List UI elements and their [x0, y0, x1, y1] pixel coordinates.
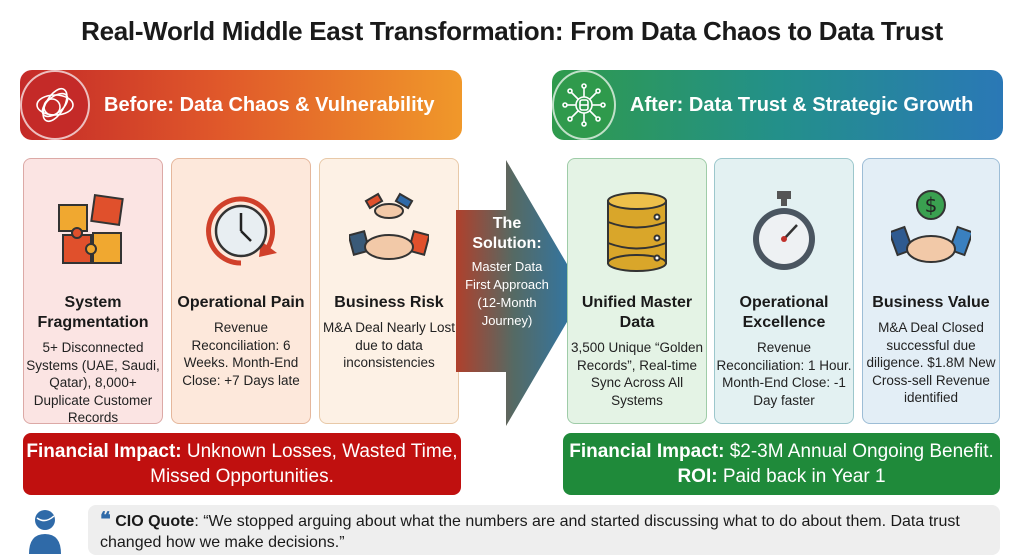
handshake-dollar-icon: $	[863, 181, 999, 281]
before-banner-title: Before: Data Chaos & Vulnerability	[104, 93, 435, 116]
quote-mark-icon: ❝	[100, 509, 111, 531]
card-title: Business Value	[872, 294, 990, 311]
quote-text: : “We stopped arguing about what the num…	[100, 513, 960, 551]
puzzle-icon	[24, 181, 162, 281]
page-title: Real-World Middle East Transformation: F…	[81, 16, 943, 46]
solution-body: Master Data First Approach (12-Month Jou…	[465, 259, 549, 328]
solution-text: The Solution: Master Data First Approach…	[462, 214, 552, 330]
card-body: M&A Deal Closed successful due diligence…	[866, 320, 996, 405]
card-business-risk: Business Risk M&A Deal Nearly Lost due t…	[319, 158, 459, 424]
card-title: System Fragmentation	[37, 294, 149, 331]
financial-text: $2-3M Annual Ongoing Benefit.	[724, 441, 994, 462]
quote-label: CIO Quote	[115, 513, 195, 530]
solution-title: The Solution:	[472, 215, 542, 252]
card-body: M&A Deal Nearly Lost due to data inconsi…	[322, 320, 456, 370]
solution-arrow	[456, 160, 584, 426]
before-financial-impact: Financial Impact: Unknown Losses, Wasted…	[23, 433, 461, 495]
stopwatch-icon	[715, 181, 853, 281]
tangle-icon	[20, 70, 90, 140]
card-body: Revenue Reconciliation: 1 Hour. Month-En…	[716, 340, 852, 408]
svg-text:$: $	[925, 193, 938, 217]
card-system-fragmentation: System Fragmentation 5+ Disconnected Sys…	[23, 158, 163, 425]
card-title: Unified Master Data	[581, 294, 693, 331]
after-financial-impact: Financial Impact: $2-3M Annual Ongoing B…	[563, 433, 1000, 495]
card-unified-master-data: Unified Master Data 3,500 Unique “Golden…	[567, 158, 707, 424]
roi-text: Paid back in Year 1	[717, 466, 886, 487]
after-banner-title: After: Data Trust & Strategic Growth	[630, 93, 974, 116]
after-banner: After: Data Trust & Strategic Growth	[552, 70, 1003, 140]
card-body: 3,500 Unique “Golden Records”, Real-time…	[570, 340, 704, 408]
card-title: Operational Excellence	[739, 294, 829, 331]
card-title: Operational Pain	[177, 294, 305, 311]
financial-text: Unknown Losses, Wasted Time, Missed Oppo…	[150, 441, 458, 487]
financial-label: Financial Impact:	[569, 441, 725, 462]
clock-icon	[172, 181, 310, 281]
card-body: 5+ Disconnected Systems (UAE, Saudi, Qat…	[26, 340, 160, 425]
broken-handshake-icon	[320, 181, 458, 281]
card-title: Business Risk	[334, 294, 444, 311]
card-operational-pain: Operational Pain Revenue Reconciliation:…	[171, 158, 311, 424]
before-banner: Before: Data Chaos & Vulnerability	[20, 70, 462, 140]
card-operational-excellence: Operational Excellence Revenue Reconcili…	[714, 158, 854, 424]
data-hub-icon	[552, 70, 616, 140]
cio-quote: ❝ CIO Quote: “We stopped arguing about w…	[88, 505, 1000, 555]
card-body: Revenue Reconciliation: 6 Weeks. Month-E…	[182, 320, 300, 388]
financial-label: Financial Impact:	[26, 441, 182, 462]
card-business-value: $ Business Value M&A Deal Closed success…	[862, 158, 1000, 424]
database-icon	[568, 181, 706, 281]
roi-label: ROI:	[677, 466, 718, 487]
avatar-icon	[28, 508, 62, 559]
